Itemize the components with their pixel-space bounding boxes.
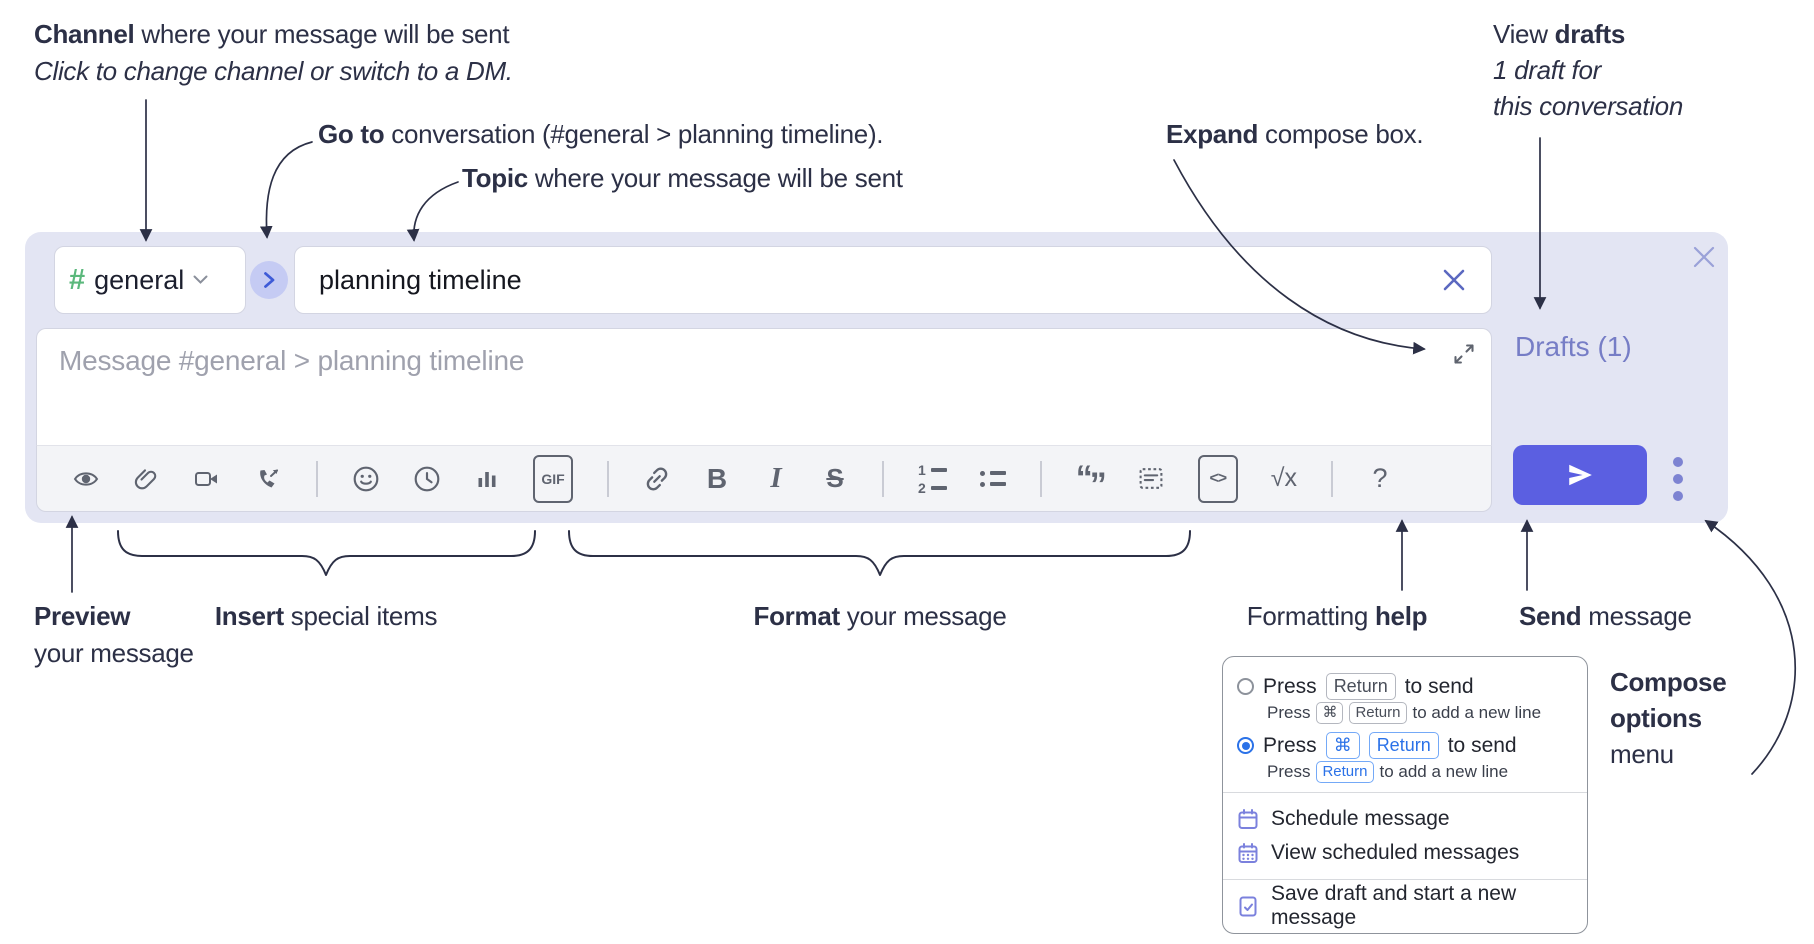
draft-check-icon [1239, 896, 1257, 916]
message-textarea[interactable]: Message #general > planning timeline [36, 328, 1492, 445]
enter-sends-popup: Press Return to send Press ⌘ Return to a… [1222, 656, 1588, 934]
toolbar-divider [882, 460, 884, 497]
spoiler-icon[interactable] [1137, 459, 1165, 499]
brace-format [568, 530, 1191, 576]
toolbar-divider [316, 460, 318, 497]
chevron-right-icon [264, 272, 275, 288]
compose-toolbar: GIF B I S 1 2 “” <> √x [36, 445, 1492, 512]
return-key: Return [1349, 702, 1407, 724]
audio-call-icon[interactable] [254, 459, 282, 499]
annotation-compose-options: Compose options menu [1610, 667, 1727, 769]
ellipsis-dot [1673, 491, 1683, 501]
annotation-channel-bold: Channel [34, 19, 135, 49]
toolbar-divider [607, 460, 609, 497]
return-key: Return [1316, 761, 1374, 783]
menu-item-view-scheduled[interactable]: View scheduled messages [1237, 836, 1573, 870]
ellipsis-dot [1673, 474, 1683, 484]
channel-hash-icon: # [69, 263, 86, 296]
italic-icon[interactable]: I [770, 462, 782, 494]
bold-icon[interactable]: B [706, 462, 728, 494]
brace-insert [117, 530, 536, 576]
gif-icon[interactable]: GIF [533, 454, 573, 503]
annotation-channel: Channel where your message will be sent … [34, 16, 513, 90]
ellipsis-dot [1673, 457, 1683, 467]
link-icon[interactable] [643, 459, 671, 499]
command-key: ⌘ [1316, 702, 1344, 724]
expand-compose-icon[interactable] [1451, 341, 1477, 367]
return-key: Return [1368, 732, 1439, 759]
video-call-icon[interactable] [193, 459, 221, 499]
annotation-send: Send message [1519, 601, 1692, 631]
drafts-link[interactable]: Drafts (1) [1515, 331, 1632, 362]
message-placeholder: Message #general > planning timeline [59, 345, 525, 376]
math-icon[interactable]: √x [1270, 464, 1298, 492]
chevron-down-icon [193, 275, 208, 284]
annotation-preview: Preview your message [34, 601, 194, 668]
annotation-formatting-help: Formatting help [1246, 601, 1428, 631]
channel-selector[interactable]: # general [54, 246, 246, 314]
poll-icon[interactable] [474, 459, 500, 499]
numbered-list-icon[interactable]: 1 2 [918, 459, 947, 499]
menu-item-save-draft[interactable]: Save draft and start a new message [1237, 882, 1573, 929]
calendar-dots-icon [1238, 842, 1258, 863]
go-to-conversation-button[interactable] [250, 261, 288, 299]
option-enter-sends-sub: Press ⌘ Return to add a new line [1267, 702, 1542, 724]
radio-unselected-icon[interactable] [1237, 678, 1254, 695]
annotation-view-drafts: View drafts 1 draft for this conversatio… [1493, 19, 1684, 121]
topic-input[interactable]: planning timeline [294, 246, 1492, 314]
preview-icon[interactable] [71, 459, 101, 499]
calendar-icon [1238, 808, 1258, 829]
toolbar-divider [1039, 460, 1042, 497]
quote-icon[interactable]: “” [1075, 459, 1107, 504]
radio-selected-icon[interactable] [1237, 737, 1254, 754]
close-compose-icon[interactable] [1691, 244, 1717, 270]
global-time-icon[interactable] [413, 459, 441, 499]
emoji-icon[interactable] [352, 459, 380, 499]
annotation-topic: Topic where your message will be sent [462, 163, 903, 193]
toolbar-divider [1331, 460, 1334, 497]
annotation-channel-sub: Click to change channel or switch to a D… [34, 56, 513, 86]
annotation-expand: Expand compose box. [1166, 119, 1424, 149]
command-key: ⌘ [1325, 732, 1360, 759]
menu-divider [1223, 792, 1587, 793]
send-icon [1569, 464, 1592, 486]
compose-options-menu-button[interactable] [1673, 457, 1683, 501]
option-cmd-enter-sends-sub: Press Return to add a new line [1267, 761, 1509, 783]
compose-box: # general planning timeline Message #gen… [25, 232, 1728, 523]
arrow-goto [259, 141, 313, 239]
option-cmd-enter-sends[interactable]: Press ⌘ Return to send [1237, 732, 1573, 759]
annotation-format: Format your message [753, 601, 1007, 631]
annotation-insert: Insert special items [214, 601, 438, 631]
channel-name: general [94, 264, 185, 295]
option-enter-sends[interactable]: Press Return to send [1237, 673, 1573, 700]
strikethrough-icon[interactable]: S [826, 463, 844, 493]
code-icon[interactable]: <> [1197, 454, 1238, 503]
send-button[interactable] [1513, 445, 1647, 505]
topic-value: planning timeline [319, 264, 522, 295]
formatting-help-icon[interactable]: ? [1372, 463, 1388, 493]
attach-file-icon[interactable] [134, 459, 160, 499]
menu-item-schedule-message[interactable]: Schedule message [1237, 802, 1573, 836]
annotation-channel-rest: where your message will be sent [134, 19, 510, 49]
clear-topic-icon[interactable] [1441, 267, 1467, 293]
bulleted-list-icon[interactable] [979, 459, 1006, 499]
menu-divider [1223, 879, 1587, 880]
annotation-goto: Go to conversation (#general > planning … [318, 119, 884, 149]
return-key: Return [1325, 673, 1396, 700]
